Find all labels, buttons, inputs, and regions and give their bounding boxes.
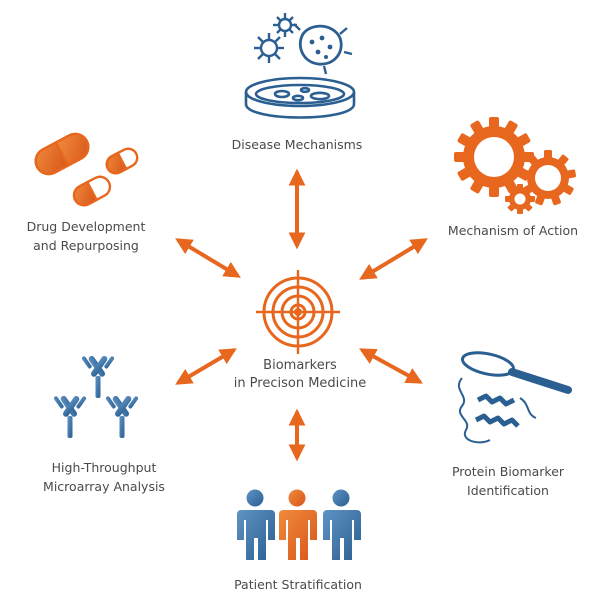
- drug-development-label-line2: and Repurposing: [33, 238, 139, 253]
- antibody-icon: [53, 355, 139, 438]
- people-icon: [237, 489, 361, 560]
- magnifier-protein-icon: [457, 351, 572, 444]
- disease-mechanisms-label: Disease Mechanisms: [232, 137, 363, 152]
- arrow-protein: [359, 348, 423, 384]
- protein-biomarker-label-line1: Protein Biomarker: [452, 464, 565, 479]
- mechanism-of-action-label: Mechanism of Action: [448, 223, 578, 238]
- arrow-moa: [359, 238, 428, 280]
- arrow-drug: [175, 238, 241, 278]
- center-label-line1: Biomarkers: [263, 358, 337, 373]
- petri-dish-bacteria-icon: [244, 13, 356, 119]
- center-label-line2: in Precison Medicine: [234, 376, 367, 391]
- microarray-label-line2: Microarray Analysis: [43, 479, 165, 494]
- pills-icon: [34, 132, 139, 207]
- drug-development-label-line1: Drug Development: [27, 219, 146, 234]
- connector-arrows: [175, 168, 428, 462]
- target-icon: [256, 270, 340, 354]
- microarray-label-line1: High-Throughput: [52, 460, 157, 475]
- arrow-microarray: [175, 348, 237, 385]
- gears-icon: [454, 117, 577, 214]
- protein-biomarker-label-line2: Identification: [467, 483, 549, 498]
- patient-stratification-label: Patient Stratification: [234, 577, 362, 592]
